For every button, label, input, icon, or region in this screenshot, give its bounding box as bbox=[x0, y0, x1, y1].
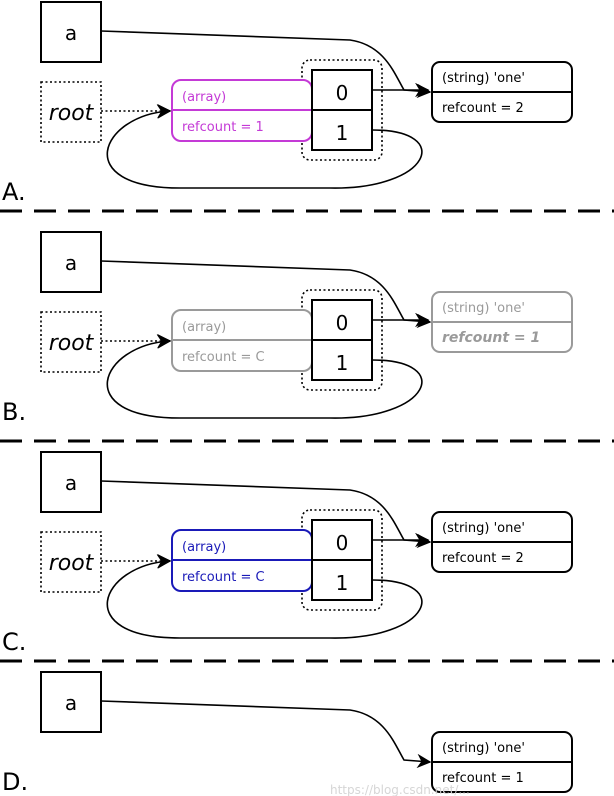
array-cells-group bbox=[301, 289, 383, 391]
panel-d: a (string) 'one' refcount = 1 D. https:/… bbox=[2, 671, 573, 796]
var-a-label: a bbox=[65, 691, 77, 715]
string-refcount: refcount = 1 bbox=[442, 771, 524, 786]
arrow-cell1-to-array bbox=[106, 554, 423, 639]
array-refcount: refcount = 1 bbox=[182, 120, 264, 135]
array-cell-1-label: 1 bbox=[336, 121, 349, 145]
array-cell-0-label: 0 bbox=[336, 531, 349, 555]
string-title: (string) 'one' bbox=[442, 71, 525, 86]
arrow-a-to-string bbox=[100, 480, 432, 549]
string-refcount: refcount = 2 bbox=[442, 101, 524, 116]
arrow-a-to-string bbox=[100, 700, 432, 769]
string-refcount: refcount = 2 bbox=[442, 551, 524, 566]
var-a-box bbox=[40, 1, 102, 63]
array-cell-0 bbox=[311, 69, 373, 111]
array-cell-1 bbox=[311, 339, 373, 381]
root-box bbox=[40, 311, 102, 373]
array-cell-1 bbox=[311, 559, 373, 601]
arrow-cell1-to-array bbox=[106, 104, 423, 189]
panel-a: a root (array) refcount = 1 0 1 (string)… bbox=[2, 1, 573, 206]
array-refcount: refcount = C bbox=[182, 570, 265, 585]
array-cell-1 bbox=[311, 109, 373, 151]
root-box bbox=[40, 531, 102, 593]
string-title: (string) 'one' bbox=[442, 521, 525, 536]
root-box bbox=[40, 81, 102, 143]
var-a-label: a bbox=[65, 471, 77, 495]
root-label: root bbox=[49, 551, 95, 576]
array-title: (array) bbox=[182, 90, 226, 105]
array-refcount: refcount = C bbox=[182, 350, 265, 365]
var-a-box bbox=[40, 231, 102, 293]
panel-b: a root (array) refcount = C 0 1 (string)… bbox=[2, 231, 573, 426]
panel-label: A. bbox=[2, 178, 26, 206]
var-a-label: a bbox=[65, 251, 77, 275]
string-title: (string) 'one' bbox=[442, 741, 525, 756]
array-cell-1-label: 1 bbox=[336, 571, 349, 595]
string-title: (string) 'one' bbox=[442, 301, 525, 316]
string-refcount: refcount = 1 bbox=[442, 330, 540, 346]
array-cells-group bbox=[301, 509, 383, 611]
array-title: (array) bbox=[182, 320, 226, 335]
watermark: https://blog.csdn.net/... bbox=[330, 783, 470, 796]
panel-label: D. bbox=[2, 768, 28, 796]
arrow-a-to-string bbox=[100, 260, 432, 329]
panel-c: a root (array) refcount = C 0 1 (string)… bbox=[2, 451, 573, 656]
root-label: root bbox=[49, 101, 95, 126]
array-cell-1-label: 1 bbox=[336, 351, 349, 375]
array-cell-0-label: 0 bbox=[336, 311, 349, 335]
var-a-box bbox=[40, 671, 102, 733]
var-a-label: a bbox=[65, 21, 77, 45]
array-cells-group bbox=[301, 59, 383, 161]
array-title: (array) bbox=[182, 540, 226, 555]
var-a-box bbox=[40, 451, 102, 513]
panel-label: B. bbox=[2, 398, 26, 426]
root-label: root bbox=[49, 331, 95, 356]
arrow-a-to-string bbox=[100, 30, 432, 99]
panel-label: C. bbox=[2, 628, 26, 656]
arrow-cell1-to-array bbox=[106, 334, 423, 419]
array-cell-0 bbox=[311, 519, 373, 561]
array-cell-0-label: 0 bbox=[336, 81, 349, 105]
